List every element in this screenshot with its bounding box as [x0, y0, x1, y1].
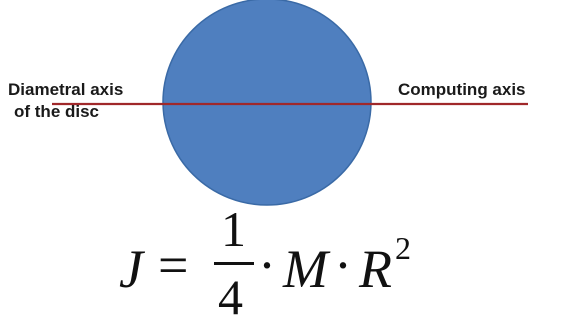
formula-numerator: 1	[221, 201, 246, 257]
diametral-axis-label-line-1: Diametral axis	[8, 80, 124, 99]
formula-dot-2: ·	[334, 235, 352, 295]
formula-radius: R	[359, 239, 392, 299]
fraction-bar	[214, 262, 254, 265]
disc	[162, 0, 372, 206]
computing-axis-label: Computing axis	[398, 80, 526, 99]
formula-mass: M	[283, 239, 328, 299]
formula-lhs: J	[119, 239, 143, 299]
formula-equals: =	[158, 235, 189, 295]
formula-dot-1: ·	[258, 235, 276, 295]
diametral-axis-label-line-2: of the disc	[14, 102, 100, 121]
formula-denominator: 4	[218, 269, 243, 325]
formula-exponent: 2	[395, 230, 411, 266]
